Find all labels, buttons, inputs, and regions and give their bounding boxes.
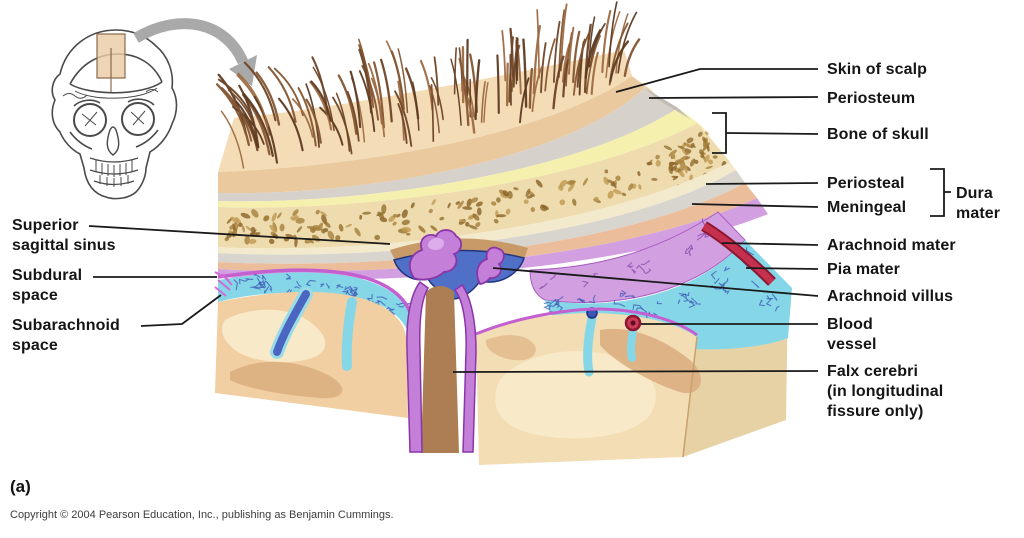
skull-icon — [51, 29, 178, 200]
gyrus-right-shadow2 — [485, 335, 536, 361]
label-bone-of-skull: Bone of skull — [827, 126, 929, 143]
block-corner-edge — [682, 336, 698, 458]
sulcus-left — [341, 297, 357, 371]
label-falx-cerebri: Falx cerebri (in longitudinal fissure on… — [827, 363, 944, 420]
csf-web-left — [233, 271, 411, 316]
falx-right-wall — [453, 283, 477, 453]
arachnoid-trabeculae — [539, 218, 714, 290]
leader-pia-mater — [745, 267, 819, 270]
label-subarachnoid-space: Subarachnoid space — [12, 317, 120, 354]
sulcus-right-1 — [583, 313, 597, 377]
gyrus-right-shadow — [600, 328, 701, 394]
gyrus-left-shadow — [230, 361, 343, 399]
blood-vessel-lumen — [630, 320, 636, 326]
skull-outline — [51, 29, 178, 200]
label-subdural-space: Subdural space — [12, 267, 83, 304]
panel-label: (a) — [10, 477, 31, 496]
subdural-fringe — [214, 271, 233, 297]
falx-left-wall — [406, 280, 429, 453]
leader-periosteal — [705, 182, 819, 185]
periosteum-layer — [218, 88, 678, 202]
spongy-bone-layer — [218, 123, 730, 249]
inner-bone-table — [218, 162, 736, 255]
leader-bone-of-skull — [725, 132, 819, 135]
arachnoid-villus-left — [408, 229, 462, 281]
label-superior-sagittal-sinus: Superior sagittal sinus — [12, 217, 116, 254]
skin-layer — [218, 76, 645, 194]
label-periosteal: Periosteal — [827, 175, 905, 192]
arachnoid-sheet-right — [529, 211, 746, 303]
leader-meningeal — [691, 203, 819, 208]
falx-core — [421, 286, 459, 453]
label-meningeal: Meningeal — [827, 199, 907, 216]
leader-arachnoid-mater — [721, 242, 819, 246]
label-arachnoid-mater: Arachnoid mater — [827, 237, 956, 254]
blood-vessel-strip-core — [702, 223, 775, 285]
sulcus-vein — [273, 290, 310, 356]
label-blood-vessel: Blood vessel — [827, 316, 877, 353]
periosteum-cut-face — [645, 88, 690, 119]
label-dura-mater: Dura mater — [956, 185, 1001, 222]
compact-bone-cut-face — [678, 108, 712, 136]
leader-lines — [88, 68, 951, 373]
leader-superior-sagittal-sinus — [88, 225, 391, 245]
compact-bone-layer — [218, 108, 698, 208]
villus-highlight — [427, 237, 445, 250]
leader-falx-cerebri — [452, 370, 819, 373]
label-arachnoid-villus: Arachnoid villus — [827, 288, 954, 305]
label-pia-mater: Pia mater — [827, 261, 900, 278]
scalp-hair — [216, 1, 641, 169]
gyrus-right-1 — [495, 351, 656, 439]
label-periosteum: Periosteum — [827, 90, 916, 107]
teeth — [89, 157, 139, 187]
copyright-text: Copyright © 2004 Pearson Education, Inc.… — [10, 509, 394, 521]
gyrus-left-1 — [221, 309, 326, 363]
leader-subarachnoid-space — [140, 294, 222, 327]
leader-periosteum — [648, 96, 819, 99]
tissue-block — [214, 1, 792, 465]
pia-line-left — [217, 268, 414, 319]
arachnoid-villus-right — [476, 246, 505, 285]
label-skin-of-scalp: Skin of scalp — [827, 61, 927, 78]
leader-skin-of-scalp — [615, 68, 818, 93]
leader-arachnoid-villus — [492, 267, 819, 297]
nasal-opening — [106, 126, 120, 156]
magnify-arrow-icon — [133, 18, 257, 86]
bracket-dura-mater — [930, 168, 945, 217]
